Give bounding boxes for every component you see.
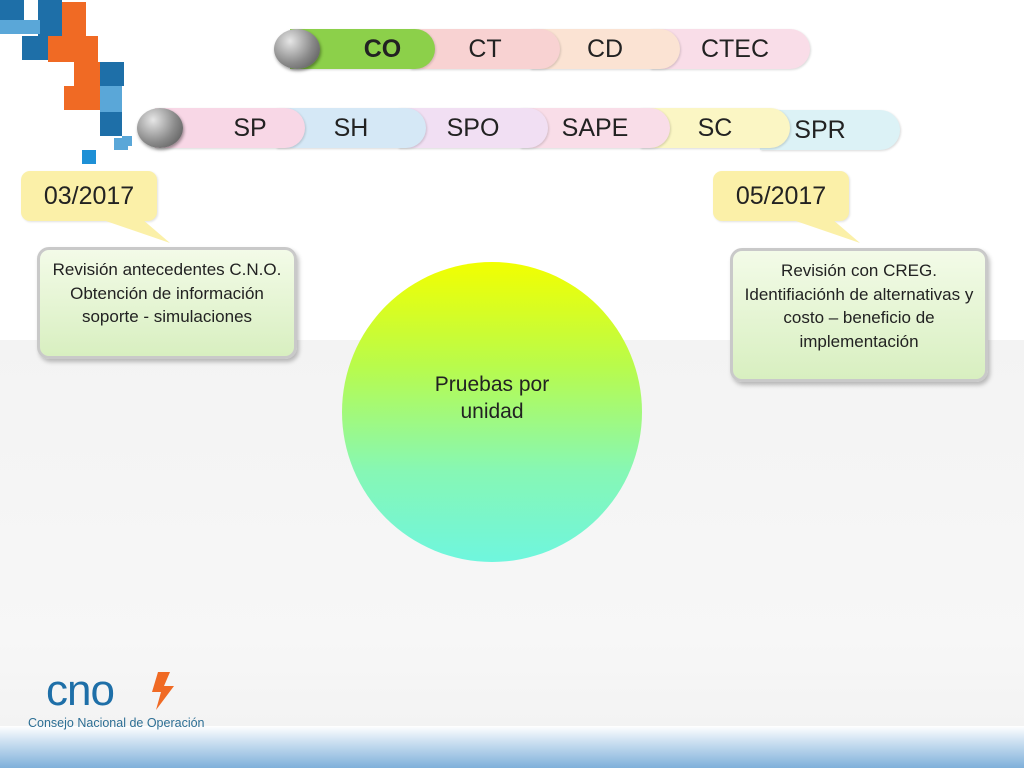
logo-wordmark: cno xyxy=(46,668,114,714)
center-circle: Pruebas por unidad xyxy=(342,262,642,562)
milestone-date-1: 03/2017 xyxy=(21,171,157,221)
committee-row-2: SPR SC SAPE SPO SH SP xyxy=(0,108,1024,150)
logo-subtitle: Consejo Nacional de Operación xyxy=(28,716,205,730)
bottom-gradient-bar xyxy=(0,726,1024,768)
center-label: Pruebas por unidad xyxy=(434,373,550,423)
milestone-date-2: 05/2017 xyxy=(713,171,849,221)
milestone-description-1: Revisión antecedentes C.N.O. Obtención d… xyxy=(37,247,297,359)
milestone-description-2: Revisión con CREG. Identifiaciónh de alt… xyxy=(730,248,988,382)
milestone-tail-2 xyxy=(790,219,860,243)
tab-ct[interactable]: CT xyxy=(410,29,560,69)
lightning-icon xyxy=(152,672,174,710)
milestone-tail-1 xyxy=(100,219,170,243)
cno-logo: cno xyxy=(46,668,174,714)
committee-row-1: CTEC CD CT CO xyxy=(0,29,1024,71)
row-1-knob xyxy=(274,29,320,69)
row-2-knob xyxy=(137,108,183,148)
